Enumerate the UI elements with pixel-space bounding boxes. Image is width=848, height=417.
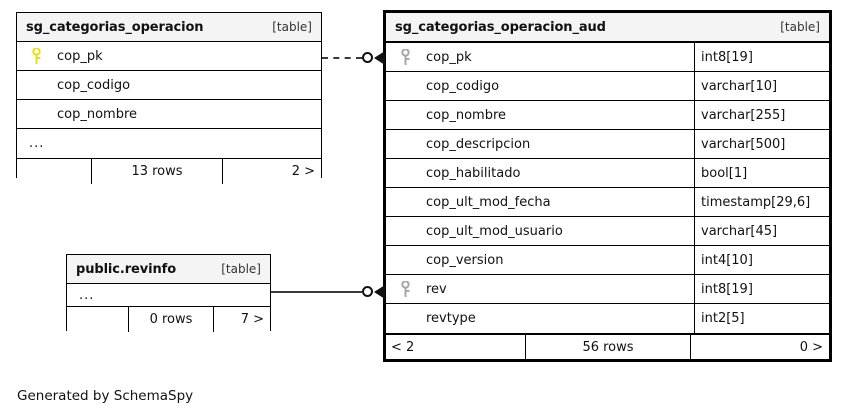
table-row[interactable]: cop_ult_mod_fecha timestamp[29,6] [386, 188, 829, 217]
column-list: cop_pk int8[19] cop_codigo varchar[10] c… [386, 43, 829, 333]
footer-left[interactable] [67, 307, 128, 332]
column-name-cell: cop_version [386, 246, 694, 274]
table-public-revinfo[interactable]: public.revinfo [table] ... 0 rows 7 > [66, 254, 271, 332]
relationship-revinfo-to-aud[interactable] [271, 282, 386, 302]
column-type: varchar[255] [694, 101, 829, 129]
footer-rowcount: 0 rows [128, 307, 214, 332]
footer-rowcount: 13 rows [91, 159, 223, 184]
table-title: public.revinfo [76, 261, 177, 277]
footer-next-page[interactable]: 0 > [799, 339, 823, 355]
relationship-zero-or-one-marker [362, 286, 373, 297]
column-name: cop_ult_mod_fecha [426, 194, 551, 210]
column-name: cop_version [426, 252, 504, 268]
relationship-zero-or-one-marker [362, 52, 373, 63]
column-name: cop_codigo [57, 77, 131, 93]
column-name-cell: cop_nombre [386, 101, 694, 129]
ellipsis-label: ... [79, 287, 95, 303]
relationship-line [271, 291, 362, 293]
table-header: sg_categorias_operacion_aud [table] [386, 13, 829, 43]
table-row[interactable]: revtype int2[5] [386, 304, 829, 333]
column-name: cop_ult_mod_usuario [426, 223, 563, 239]
more-columns-row[interactable]: ... [17, 129, 321, 158]
column-name-cell: ... [67, 284, 270, 306]
table-row[interactable]: cop_pk int8[19] [386, 43, 829, 72]
column-name-cell: rev [386, 275, 694, 303]
column-type: varchar[10] [694, 72, 829, 100]
column-name-cell: cop_ult_mod_usuario [386, 217, 694, 245]
column-name-cell: cop_codigo [386, 72, 694, 100]
column-name-cell: cop_pk [386, 43, 694, 71]
column-name-cell: cop_pk [17, 42, 321, 70]
foreign-key-icon [394, 48, 416, 66]
table-footer: < 2 56 rows 0 > [386, 333, 829, 359]
footer-rowcount: 56 rows [525, 335, 691, 359]
table-row[interactable]: cop_nombre [17, 100, 321, 129]
column-type: varchar[500] [694, 130, 829, 158]
relationship-line [322, 57, 362, 59]
column-type: varchar[45] [694, 217, 829, 245]
ellipsis-label: ... [29, 136, 45, 151]
column-name: cop_pk [426, 49, 472, 65]
footer-right[interactable]: 7 > [240, 312, 264, 327]
column-name: cop_codigo [426, 78, 500, 94]
table-title: sg_categorias_operacion [26, 19, 204, 35]
column-name-cell: ... [17, 129, 321, 158]
footer-prev-page[interactable]: < 2 [391, 339, 415, 355]
generated-by-caption: Generated by SchemaSpy [17, 388, 194, 404]
column-name-cell: cop_codigo [17, 71, 321, 99]
column-name-cell: cop_habilitado [386, 159, 694, 187]
table-sg-categorias-operacion[interactable]: sg_categorias_operacion [table] cop_pk [16, 12, 322, 184]
column-type: int4[10] [694, 246, 829, 274]
column-name-cell: cop_ult_mod_fecha [386, 188, 694, 216]
column-name-cell: cop_descripcion [386, 130, 694, 158]
table-sg-categorias-operacion-aud[interactable]: sg_categorias_operacion_aud [table] cop_… [383, 10, 832, 362]
table-header: sg_categorias_operacion [table] [17, 13, 321, 42]
table-row[interactable]: cop_nombre varchar[255] [386, 101, 829, 130]
column-name: revtype [426, 311, 476, 326]
table-footer: 13 rows 2 > [17, 158, 321, 184]
column-type: int2[5] [694, 304, 829, 333]
column-type: bool[1] [694, 159, 829, 187]
column-type: int8[19] [694, 275, 829, 303]
table-header: public.revinfo [table] [67, 255, 270, 284]
table-row[interactable]: cop_ult_mod_usuario varchar[45] [386, 217, 829, 246]
column-name: cop_nombre [57, 106, 138, 122]
table-type-tag: [table] [221, 262, 261, 276]
table-row[interactable]: cop_version int4[10] [386, 246, 829, 275]
column-name: cop_descripcion [426, 136, 531, 152]
table-row[interactable]: cop_pk [17, 42, 321, 71]
column-type: timestamp[29,6] [694, 188, 829, 216]
column-list: ... [67, 284, 270, 306]
column-name: cop_nombre [426, 107, 507, 123]
foreign-key-icon [394, 280, 416, 298]
table-row[interactable]: cop_codigo varchar[10] [386, 72, 829, 101]
relationship-many-arrow [374, 285, 385, 299]
footer-right[interactable]: 2 > [291, 164, 315, 179]
relationship-operacion-to-aud[interactable] [322, 48, 386, 68]
footer-left[interactable] [17, 159, 91, 184]
table-type-tag: [table] [272, 20, 312, 34]
column-name: cop_habilitado [426, 165, 521, 181]
table-type-tag: [table] [780, 20, 820, 34]
relationship-many-arrow [374, 51, 385, 65]
table-row[interactable]: cop_habilitado bool[1] [386, 159, 829, 188]
primary-key-icon [25, 47, 47, 65]
table-footer: 0 rows 7 > [67, 306, 270, 332]
column-name: cop_pk [57, 48, 103, 64]
column-name: rev [426, 281, 447, 297]
column-type: int8[19] [694, 43, 829, 71]
table-row[interactable]: rev int8[19] [386, 275, 829, 304]
column-name-cell: revtype [386, 304, 694, 333]
table-row[interactable]: cop_codigo [17, 71, 321, 100]
column-name-cell: cop_nombre [17, 100, 321, 128]
more-columns-row[interactable]: ... [67, 284, 270, 306]
table-row[interactable]: cop_descripcion varchar[500] [386, 130, 829, 159]
table-title: sg_categorias_operacion_aud [395, 19, 606, 35]
column-list: cop_pk cop_codigo cop_nombre ... [17, 42, 321, 158]
